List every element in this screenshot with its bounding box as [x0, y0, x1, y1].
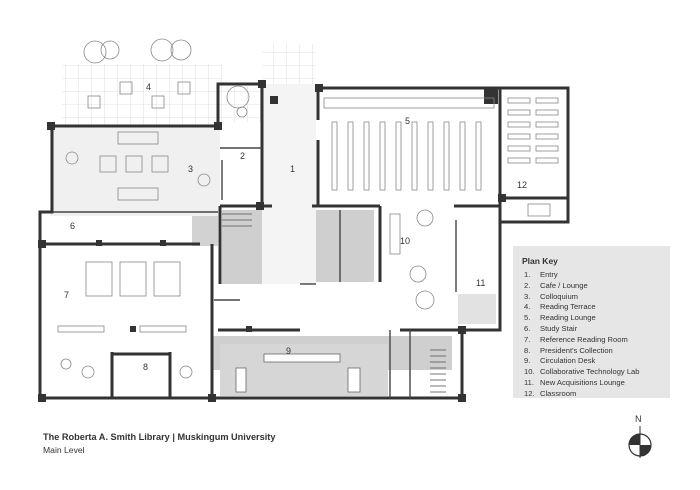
plan-key-item: 9.Circulation Desk	[524, 356, 596, 366]
plan-key-item: 11.New Acquisitions Lounge	[524, 377, 625, 387]
room-label: 5	[405, 116, 410, 126]
plan-key-item: 12.Classroom	[524, 388, 577, 398]
plan-key: Plan Key 1.Entry 2.Cafe / Lounge 3.Collo…	[513, 246, 670, 398]
plan-key-item: 3.Colloquium	[524, 291, 578, 301]
structural-columns	[38, 80, 506, 402]
reading-terrace	[62, 38, 316, 126]
room-label: 3	[188, 164, 193, 174]
interior-partitions	[52, 147, 457, 398]
walls	[38, 82, 570, 400]
plan-key-item: 7.Reference Reading Room	[524, 334, 628, 344]
plan-key-item: 6.Study Stair	[524, 323, 578, 333]
caption: The Roberta A. Smith Library | Muskingum…	[43, 432, 275, 455]
plan-key-item: 2.Cafe / Lounge	[524, 280, 588, 290]
caption-subtitle: Main Level	[43, 445, 85, 455]
room-label: 10	[400, 236, 410, 246]
room-label: 9	[286, 346, 291, 356]
terrace-tables	[87, 81, 248, 118]
classroom-desks	[507, 97, 559, 217]
north-label: N	[635, 414, 642, 424]
reference-reading-tables	[57, 261, 193, 379]
room-numbers: 1 2 3 4 5 6 7 8 9 10 11 12	[64, 82, 527, 372]
caption-title: The Roberta A. Smith Library | Muskingum…	[43, 432, 276, 442]
plan-key-item: 5.Reading Lounge	[524, 313, 596, 323]
room-label: 7	[64, 290, 69, 300]
compass-icon	[628, 426, 652, 458]
plan-key-list: 1.Entry 2.Cafe / Lounge 3.Colloquium 4.R…	[524, 270, 640, 400]
plan-key-item: 10.Collaborative Technology Lab	[524, 367, 640, 377]
circulation-desk	[235, 353, 361, 393]
room-label: 6	[70, 221, 75, 231]
colloquium-seating	[65, 131, 211, 201]
room-label: 8	[143, 362, 148, 372]
tech-lab-tables	[389, 209, 435, 310]
plan-key-item: 8.President's Collection	[524, 345, 613, 355]
room-label: 2	[240, 151, 245, 161]
room-label: 12	[517, 180, 527, 190]
floor-plan: 1 2 3 4 5 6 7 8 9 10 11 12	[38, 38, 570, 402]
room-label: 1	[290, 164, 295, 174]
room-label: 4	[146, 82, 151, 92]
shaded-zones	[50, 84, 496, 396]
plan-key-item: 4.Reading Terrace	[524, 302, 596, 312]
plan-key-item: 1.Entry	[524, 270, 558, 279]
room-label: 11	[476, 278, 485, 288]
north-arrow: N	[626, 414, 654, 460]
plan-key-title: Plan Key	[522, 256, 558, 266]
stairs	[222, 213, 446, 393]
reading-lounge-shelving	[323, 97, 495, 191]
